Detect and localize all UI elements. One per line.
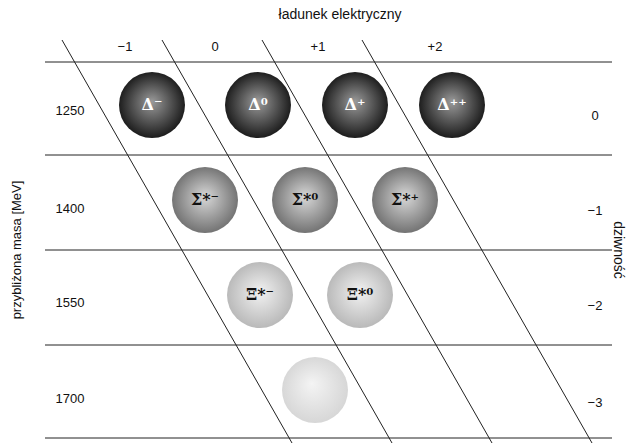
- baryon-sphere: Δ⁺⁺: [419, 72, 485, 138]
- baryon-sphere: Δ⁻: [119, 72, 185, 138]
- particle-symbol: Σ*⁺: [391, 192, 419, 208]
- baryon-sphere: Σ*⁻: [172, 167, 238, 233]
- particle-symbol: Σ*⁻: [191, 192, 219, 208]
- particle-symbol: Ξ*⁰: [347, 287, 374, 303]
- axis-value: 1250: [56, 104, 85, 117]
- axis-value: +2: [428, 40, 443, 53]
- charge-diagonal-lines: [62, 40, 592, 443]
- baryon-sphere: Ξ*⁻: [227, 262, 293, 328]
- axis-value: 1400: [56, 202, 85, 215]
- axis-title: ładunek elektryczny: [279, 7, 402, 21]
- omega-sphere: [282, 357, 348, 423]
- axis-value: 0: [211, 40, 218, 53]
- axis-value: −1: [118, 40, 133, 53]
- baryon-sphere: Ξ*⁰: [327, 262, 393, 328]
- particle-symbol: Δ⁰: [248, 97, 267, 113]
- particle-symbol: Δ⁺⁺: [437, 97, 466, 113]
- particle-symbol: Σ*⁰: [292, 192, 319, 208]
- axis-value: −3: [588, 396, 603, 409]
- axis-title: przybliżona masa [MeV]: [10, 181, 23, 320]
- axis-value: +1: [311, 40, 326, 53]
- axis-value: 1550: [56, 296, 85, 309]
- baryon-sphere: Σ*⁺: [372, 167, 438, 233]
- axis-value: −2: [588, 299, 603, 312]
- baryon-sphere: Δ⁺: [322, 72, 388, 138]
- baryon-sphere: Δ⁰: [225, 72, 291, 138]
- particle-symbol: Ξ*⁻: [246, 287, 274, 303]
- particle-symbol: Δ⁺: [345, 97, 366, 113]
- particle-symbol: Δ⁻: [142, 97, 163, 113]
- baryon-sphere: Σ*⁰: [272, 167, 338, 233]
- axis-title: dziwność: [612, 221, 626, 279]
- axis-value: 0: [591, 109, 598, 122]
- axis-value: 1700: [56, 392, 85, 405]
- mass-row-lines: [45, 62, 612, 438]
- axis-value: −1: [588, 204, 603, 217]
